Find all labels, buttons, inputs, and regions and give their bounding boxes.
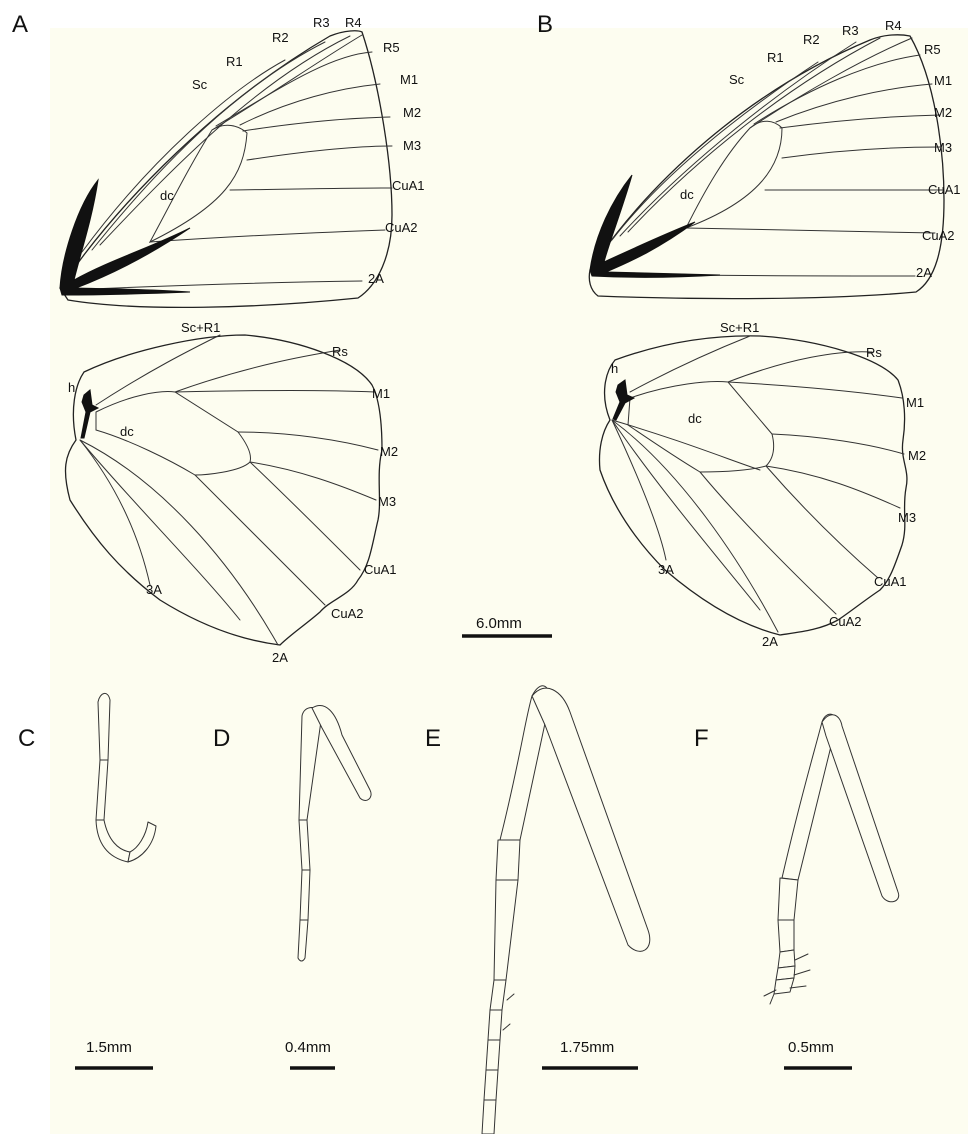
label-2a: 2A [916, 265, 932, 280]
panel-letter-a: A [12, 11, 28, 38]
panel-d-leg: D 0.4mm [213, 706, 371, 1068]
label-m3: M3 [403, 138, 421, 153]
scale-label-d: 0.4mm [285, 1039, 331, 1056]
forewing-b-outline [589, 35, 944, 299]
panel-letter-b: B [537, 11, 553, 38]
hindwing-a-outline [65, 335, 382, 645]
label-m1: M1 [934, 73, 952, 88]
label-m2: M2 [380, 444, 398, 459]
label-rs: Rs [332, 344, 348, 359]
hindwing-b-outline [599, 336, 906, 635]
panel-f-leg: F 0.5mm [694, 714, 899, 1068]
label-h: h [68, 380, 75, 395]
label-dc: dc [688, 411, 702, 426]
label-r1: R1 [226, 54, 243, 69]
label-2a: 2A [762, 634, 778, 649]
label-m3: M3 [378, 494, 396, 509]
scale-bar-c: 1.5mm [75, 1039, 153, 1068]
label-m2: M2 [934, 105, 952, 120]
label-rs: Rs [866, 345, 882, 360]
hindwing-b-humeral-vein [613, 380, 634, 420]
scale-label-c: 1.5mm [86, 1039, 132, 1056]
label-m1: M1 [906, 395, 924, 410]
label-m2: M2 [403, 105, 421, 120]
label-m3: M3 [898, 510, 916, 525]
label-cua1: CuA1 [392, 178, 425, 193]
label-r3: R3 [842, 23, 859, 38]
label-3a: 3A [658, 562, 674, 577]
label-r4: R4 [885, 18, 902, 33]
forewing-a-veins [68, 35, 392, 290]
panel-letter-f: F [694, 725, 709, 752]
label-3a: 3A [146, 582, 162, 597]
panel-letter-d: D [213, 725, 230, 752]
label-2a: 2A [272, 650, 288, 665]
label-dc: dc [160, 188, 174, 203]
forewing-b-veins [598, 38, 942, 276]
label-2a: 2A [368, 271, 384, 286]
label-dc: dc [680, 187, 694, 202]
label-r5: R5 [924, 42, 941, 57]
scale-bar-d: 0.4mm [285, 1039, 335, 1068]
panel-b-hindwing: Sc+R1 Rs h dc M1 M2 M3 CuA1 CuA2 3A 2A [599, 320, 926, 649]
hindwing-a-veins [80, 335, 378, 645]
label-sc: Sc [192, 77, 208, 92]
scale-label-wings: 6.0mm [476, 615, 522, 632]
hindwing-b-discal-cell [628, 382, 774, 472]
label-m1: M1 [400, 72, 418, 87]
forewing-b-discal-cell [686, 121, 782, 228]
label-dc: dc [120, 424, 134, 439]
label-m3: M3 [934, 140, 952, 155]
panel-a-hindwing: Sc+R1 Rs h dc M1 M2 M3 CuA1 CuA2 3A 2A [65, 320, 398, 665]
scale-bar-wings: 6.0mm [462, 615, 552, 636]
label-cua2: CuA2 [829, 614, 862, 629]
label-h: h [611, 361, 618, 376]
label-sc-r1: Sc+R1 [181, 320, 220, 335]
label-cua1: CuA1 [874, 574, 907, 589]
label-cua1: CuA1 [364, 562, 397, 577]
label-cua2: CuA2 [385, 220, 418, 235]
hindwing-b-veins [612, 336, 904, 632]
panel-letter-c: C [18, 725, 35, 752]
label-m1: M1 [372, 386, 390, 401]
label-m2: M2 [908, 448, 926, 463]
label-cua2: CuA2 [922, 228, 955, 243]
label-sc-r1: Sc+R1 [720, 320, 759, 335]
label-r5: R5 [383, 40, 400, 55]
forewing-b-dark-base [590, 175, 720, 277]
label-cua1: CuA1 [928, 182, 961, 197]
forewing-a-discal-cell [150, 125, 247, 242]
panel-b-forewing: B Sc R1 R2 R3 R4 R5 M1 M2 M3 CuA1 CuA2 2… [537, 11, 961, 299]
label-r4: R4 [345, 15, 362, 30]
label-r2: R2 [803, 32, 820, 47]
label-r3: R3 [313, 15, 330, 30]
scale-label-f: 0.5mm [788, 1039, 834, 1056]
label-r1: R1 [767, 50, 784, 65]
panel-a-forewing: A Sc R1 R2 R3 R4 R5 M1 M2 M3 CuA1 CuA2 2… [12, 11, 425, 307]
label-cua2: CuA2 [331, 606, 364, 621]
hindwing-a-humeral-vein [81, 390, 98, 438]
label-r2: R2 [272, 30, 289, 45]
scale-bar-e: 1.75mm [542, 1039, 638, 1068]
panel-letter-e: E [425, 725, 441, 752]
panel-e-leg: E 1.75mm [425, 686, 650, 1134]
scale-label-e: 1.75mm [560, 1039, 614, 1056]
panel-c-antenna: C 1.5mm [18, 693, 156, 1068]
label-sc: Sc [729, 72, 745, 87]
scale-bar-f: 0.5mm [784, 1039, 852, 1068]
